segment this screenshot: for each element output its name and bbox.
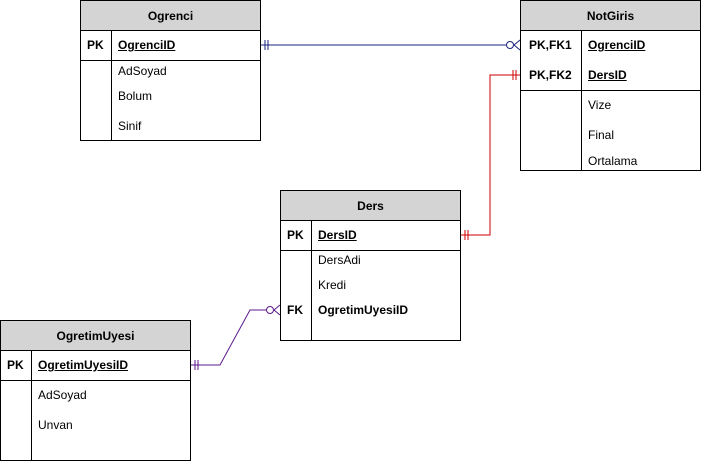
divider — [311, 220, 312, 340]
attribute-adsoyad: AdSoyad — [118, 64, 167, 78]
attribute-adsoyad: AdSoyad — [38, 388, 87, 402]
entity-title: NotGiris — [521, 1, 700, 31]
entity-title: Ders — [281, 191, 460, 221]
fk-label: FK — [287, 303, 303, 317]
attribute-dersid: DersID — [318, 228, 357, 242]
divider — [31, 350, 32, 460]
divider — [1, 380, 190, 381]
attribute-vize: Vize — [588, 98, 612, 112]
entity-ogretimuyesi[interactable]: OgretimUyesi PK OgretimUyesiID AdSoyad U… — [0, 320, 191, 461]
entity-ogrenci[interactable]: Ogrenci PK OgrenciID AdSoyad Bolum Sinif — [80, 0, 261, 141]
attribute-ogrenciid: OgrenciID — [118, 38, 176, 52]
entity-ders[interactable]: Ders PK DersID DersAdi Kredi FK OgretimU… — [280, 190, 461, 341]
entity-notgiris[interactable]: NotGiris PK,FK1 OgrenciID PK,FK2 DersID … — [520, 0, 701, 171]
attribute-kredi: Kredi — [318, 278, 347, 292]
divider — [111, 30, 112, 140]
entity-title: OgretimUyesi — [1, 321, 190, 351]
pk-label: PK — [7, 358, 24, 372]
relationship-ogretimuyesi-ders[interactable] — [191, 304, 281, 370]
pk-label: PK — [87, 38, 104, 52]
relationship-ogrenci-notgiris[interactable] — [261, 39, 521, 51]
entity-title: Ogrenci — [81, 1, 260, 31]
divider — [281, 250, 460, 251]
pk-fk2-label: PK,FK2 — [529, 68, 572, 82]
attribute-final: Final — [588, 128, 615, 142]
attribute-dersid: DersID — [588, 68, 627, 82]
attribute-sinif: Sinif — [118, 119, 142, 133]
attribute-ogretimuyesiid: OgretimUyesiID — [38, 358, 129, 372]
divider — [581, 30, 582, 170]
relationship-ders-notgiris[interactable] — [461, 70, 520, 240]
attribute-dersadi: DersAdi — [318, 253, 361, 267]
pk-label: PK — [287, 228, 304, 242]
attribute-ogretimuyesiid: OgretimUyesiID — [318, 303, 409, 317]
attribute-bolum: Bolum — [118, 89, 153, 103]
divider — [521, 90, 700, 91]
divider — [81, 60, 260, 61]
attribute-ogrenciid: OgrenciID — [588, 38, 646, 52]
pk-fk1-label: PK,FK1 — [529, 38, 572, 52]
attribute-unvan: Unvan — [38, 418, 73, 432]
attribute-ortalama: Ortalama — [588, 154, 638, 168]
